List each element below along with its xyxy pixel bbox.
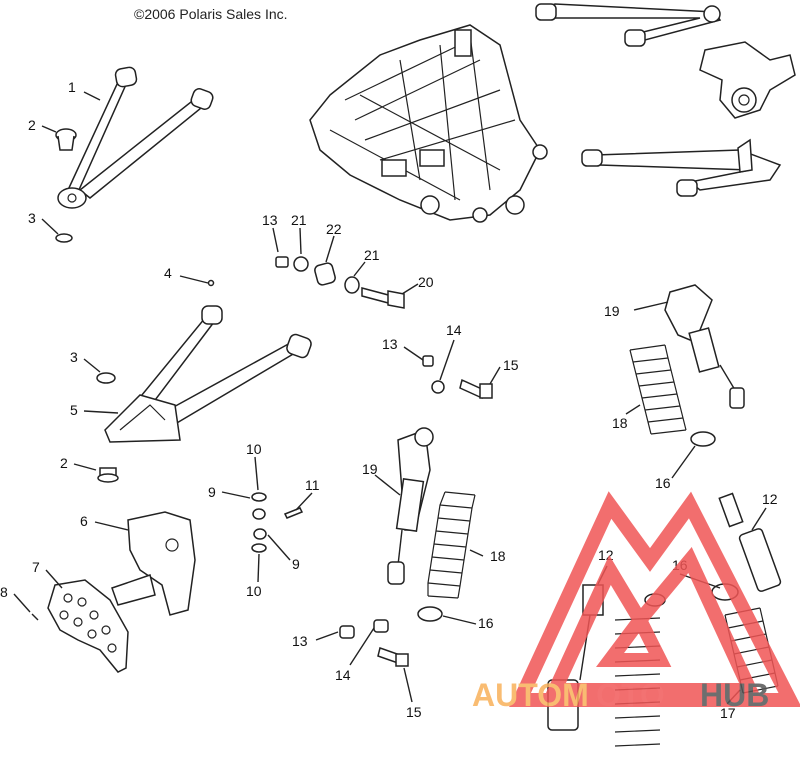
callout-3: 3: [28, 210, 36, 226]
callout-6: 6: [80, 513, 88, 529]
callout-2: 2: [28, 117, 36, 133]
watermark-logo: AUTOM OTO HUB: [472, 491, 800, 713]
callout-20: 20: [418, 274, 434, 290]
callout-13: 13: [382, 336, 398, 352]
upper-a-arm: [57, 66, 214, 209]
callout-10: 10: [246, 441, 262, 457]
callout-1: 1: [68, 79, 76, 95]
watermark-brand-part-2: OTO: [596, 677, 665, 713]
callout-12: 12: [762, 491, 778, 507]
grease-fitting: [207, 279, 215, 287]
spring-retainer-right: [690, 431, 716, 447]
brake-disc: [47, 579, 129, 673]
callout-14: 14: [446, 322, 462, 338]
callout-16: 16: [655, 475, 671, 491]
spring-retainer-center: [417, 606, 443, 622]
callout-2: 2: [60, 455, 68, 471]
rear-shock-absorber: [664, 284, 745, 409]
callout-labels: 1 2 3 4 3 5 2 6 7 8 13 21 22 21 20 13 14…: [0, 79, 778, 721]
callout-3: 3: [70, 349, 78, 365]
callout-9: 9: [208, 484, 216, 500]
callout-10: 10: [246, 583, 262, 599]
upper-right-control-arm: [535, 3, 722, 47]
ball-joint-lower: [97, 467, 119, 483]
lower-a-arm: [104, 305, 312, 443]
watermark-brand-part-3: HUB: [700, 677, 769, 713]
front-shock-absorber: [387, 427, 434, 585]
right-steering-knuckle: [699, 41, 796, 119]
callout-19: 19: [362, 461, 378, 477]
shock-absorber-12-right: [718, 492, 782, 592]
tie-rod-end-hardware: [251, 492, 304, 553]
hardware-pivot-kit: [275, 256, 493, 400]
callout-21: 21: [291, 212, 307, 228]
lower-right-control-arm: [581, 138, 782, 197]
callout-15: 15: [406, 704, 422, 720]
left-steering-knuckle: [111, 511, 196, 616]
lower-shock-hardware: [339, 619, 409, 667]
callout-14: 14: [335, 667, 351, 683]
rear-shock-spring: [629, 344, 687, 435]
callout-17: 17: [720, 705, 736, 721]
callout-7: 7: [32, 559, 40, 575]
callout-8: 8: [0, 584, 8, 600]
callout-18: 18: [612, 415, 628, 431]
frame-assembly: [309, 24, 548, 223]
callout-4: 4: [164, 265, 172, 281]
callout-13: 13: [292, 633, 308, 649]
callout-13: 13: [262, 212, 278, 228]
watermark-brand-part-1: AUTOM: [472, 677, 589, 713]
watermark-triangle-icon: [509, 491, 800, 707]
callout-11: 11: [305, 477, 320, 493]
copyright-notice: ©2006 Polaris Sales Inc.: [134, 6, 288, 22]
callout-16: 16: [478, 615, 494, 631]
ball-joint-upper: [55, 128, 77, 151]
callout-18: 18: [490, 548, 506, 564]
callout-15: 15: [503, 357, 519, 373]
callout-19: 19: [604, 303, 620, 319]
retaining-ring-lower: [96, 372, 116, 384]
callout-22: 22: [326, 221, 342, 237]
brake-disc-screw: [31, 613, 39, 621]
retaining-ring-upper: [55, 233, 73, 243]
callout-21: 21: [364, 247, 380, 263]
leader-lines: [13, 91, 767, 705]
callout-9: 9: [292, 556, 300, 572]
callout-5: 5: [70, 402, 78, 418]
front-shock-spring: [427, 491, 476, 599]
